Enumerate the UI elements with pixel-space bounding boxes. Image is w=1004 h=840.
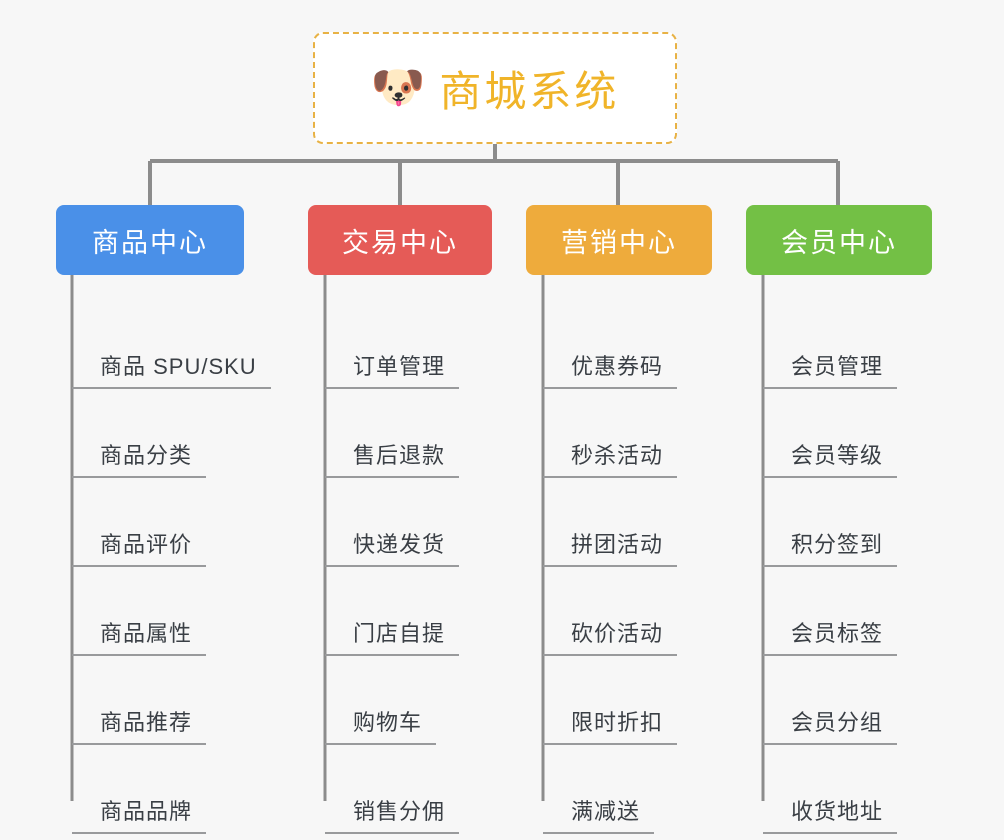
category-box-marketing-center[interactable]: 营销中心 xyxy=(526,205,712,275)
leaf-item-label: 商品评价 xyxy=(72,532,207,567)
leaf-item-label: 收货地址 xyxy=(763,799,898,834)
leaf-item-label: 售后退款 xyxy=(325,443,460,478)
root-node-label: 商城系统 xyxy=(439,67,620,115)
leaf-item[interactable]: 商品分类 xyxy=(72,389,271,478)
leaf-item[interactable]: 订单管理 xyxy=(325,300,460,389)
leaf-column-product-center: 商品 SPU/SKU 商品分类 商品评价 商品属性 商品推荐 商品品牌 xyxy=(72,300,271,834)
category-label: 会员中心 xyxy=(781,227,897,258)
leaf-item[interactable]: 商品属性 xyxy=(72,567,271,656)
leaf-item-label: 会员标签 xyxy=(763,621,898,656)
leaf-item-label: 会员分组 xyxy=(763,710,898,745)
leaf-item[interactable]: 快递发货 xyxy=(325,478,460,567)
leaf-item-label: 门店自提 xyxy=(325,621,460,656)
shiba-dog-face-icon: 🐶 xyxy=(370,63,426,112)
leaf-item-label: 商品品牌 xyxy=(72,799,207,834)
leaf-item-label: 拼团活动 xyxy=(543,532,678,567)
leaf-item-label: 限时折扣 xyxy=(543,710,678,745)
leaf-item-label: 优惠券码 xyxy=(543,354,678,389)
leaf-item[interactable]: 会员管理 xyxy=(763,300,898,389)
leaf-item[interactable]: 拼团活动 xyxy=(543,478,678,567)
leaf-item[interactable]: 收货地址 xyxy=(763,745,898,834)
leaf-item[interactable]: 门店自提 xyxy=(325,567,460,656)
leaf-item-label: 秒杀活动 xyxy=(543,443,678,478)
category-label: 商品中心 xyxy=(92,227,208,258)
leaf-item[interactable]: 商品推荐 xyxy=(72,656,271,745)
category-box-trade-center[interactable]: 交易中心 xyxy=(308,205,492,275)
leaf-item-label: 砍价活动 xyxy=(543,621,678,656)
leaf-item-label: 会员等级 xyxy=(763,443,898,478)
leaf-item[interactable]: 会员等级 xyxy=(763,389,898,478)
leaf-column-trade-center: 订单管理 售后退款 快递发货 门店自提 购物车 销售分佣 xyxy=(325,300,460,834)
leaf-column-marketing-center: 优惠券码 秒杀活动 拼团活动 砍价活动 限时折扣 满减送 xyxy=(543,300,678,834)
category-box-product-center[interactable]: 商品中心 xyxy=(56,205,244,275)
leaf-item[interactable]: 商品 SPU/SKU xyxy=(72,300,271,389)
leaf-item[interactable]: 会员分组 xyxy=(763,656,898,745)
leaf-item-label: 商品推荐 xyxy=(72,710,207,745)
leaf-item[interactable]: 商品品牌 xyxy=(72,745,271,834)
leaf-item-label: 商品 SPU/SKU xyxy=(72,354,271,389)
leaf-item[interactable]: 会员标签 xyxy=(763,567,898,656)
leaf-item-label: 销售分佣 xyxy=(325,799,460,834)
leaf-item[interactable]: 限时折扣 xyxy=(543,656,678,745)
leaf-item-label: 商品分类 xyxy=(72,443,207,478)
leaf-item-label: 快递发货 xyxy=(325,532,460,567)
leaf-column-member-center: 会员管理 会员等级 积分签到 会员标签 会员分组 收货地址 xyxy=(763,300,898,834)
leaf-item-label: 会员管理 xyxy=(763,354,898,389)
category-label: 营销中心 xyxy=(561,227,677,258)
leaf-item[interactable]: 售后退款 xyxy=(325,389,460,478)
leaf-item[interactable]: 商品评价 xyxy=(72,478,271,567)
category-label: 交易中心 xyxy=(342,227,458,258)
root-node[interactable]: 🐶 商城系统 xyxy=(313,32,677,144)
leaf-item[interactable]: 购物车 xyxy=(325,656,459,745)
leaf-item[interactable]: 砍价活动 xyxy=(543,567,678,656)
leaf-item[interactable]: 积分签到 xyxy=(763,478,898,567)
leaf-item-label: 购物车 xyxy=(325,710,437,745)
leaf-item[interactable]: 优惠券码 xyxy=(543,300,678,389)
leaf-item-label: 订单管理 xyxy=(325,354,460,389)
leaf-item[interactable]: 满减送 xyxy=(543,745,677,834)
category-box-member-center[interactable]: 会员中心 xyxy=(746,205,932,275)
leaf-item-label: 商品属性 xyxy=(72,621,207,656)
leaf-item[interactable]: 销售分佣 xyxy=(325,745,460,834)
leaf-item-label: 积分签到 xyxy=(763,532,898,567)
leaf-item-label: 满减送 xyxy=(543,799,655,834)
leaf-item[interactable]: 秒杀活动 xyxy=(543,389,678,478)
